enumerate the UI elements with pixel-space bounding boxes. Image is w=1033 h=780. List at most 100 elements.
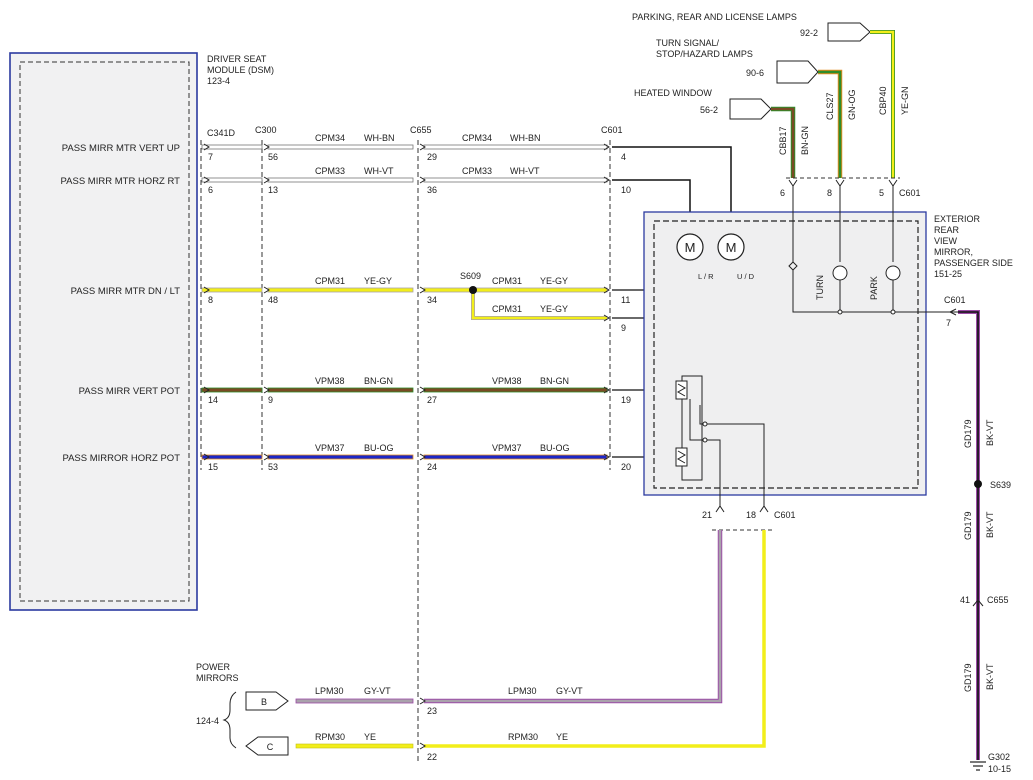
wire-rpm30 <box>295 530 766 750</box>
bottom-pin-arrows <box>715 505 769 513</box>
circuit-label-0: PASS MIRR MTR VERT UP <box>62 143 180 154</box>
wire-color: YE-GY <box>540 304 568 314</box>
source-parking-lamps-label: PARKING, REAR AND LICENSE LAMPS <box>632 12 797 22</box>
wire-code: GD179 <box>963 663 973 692</box>
pin: 8 <box>208 295 213 305</box>
pin: 53 <box>268 462 278 472</box>
pin: 36 <box>427 185 437 195</box>
turn-lamp-label: TURN <box>815 275 825 300</box>
circuit-label-2: PASS MIRR MTR DN / LT <box>71 286 181 297</box>
park-lamp-label: PARK <box>869 276 879 300</box>
wire-code: CPM31 <box>492 276 522 286</box>
source-turn-signal-ref: 90-6 <box>746 68 764 78</box>
mirror-title-3: VIEW <box>934 236 958 246</box>
wire-code: RPM30 <box>508 732 538 742</box>
wire-code: CLS27 <box>825 92 835 120</box>
potentiometer-assembly <box>675 375 765 506</box>
wire-color: WH-VT <box>510 166 540 176</box>
wire-code: VPM38 <box>492 376 522 386</box>
pin: 5 <box>879 188 884 198</box>
wire-color: YE <box>556 732 568 742</box>
driver-seat-module <box>9 52 198 611</box>
pin: 7 <box>208 152 213 162</box>
pin: 6 <box>780 188 785 198</box>
power-mirrors-title2: MIRRORS <box>196 673 239 683</box>
pin: 7 <box>946 318 951 328</box>
connector-c601-label: C601 <box>601 125 623 135</box>
connector-c601-bottom-label: C601 <box>774 510 796 520</box>
wire-color: BN-GN <box>800 126 810 155</box>
mirror-title-2: REAR <box>934 225 960 235</box>
wire-code: CPM31 <box>492 304 522 314</box>
source-turn-signal-label2: STOP/HAZARD LAMPS <box>656 49 753 59</box>
mirror-internal-lamps <box>788 190 958 315</box>
wire-code: CPM33 <box>315 166 345 176</box>
pin: 14 <box>208 395 218 405</box>
pin: 15 <box>208 462 218 472</box>
pin: 41 <box>960 595 970 605</box>
ground-wire-gd179 <box>948 308 986 771</box>
wire-code: VPM37 <box>315 443 345 453</box>
wire-color: BU-OG <box>364 443 394 453</box>
wire-code: RPM30 <box>315 732 345 742</box>
pin: 18 <box>746 510 756 520</box>
ground-name: G302 <box>988 752 1010 762</box>
power-mirrors-ref: 124-4 <box>196 716 219 726</box>
connector-c601-top-label: C601 <box>899 188 921 198</box>
wire-lpm30 <box>295 530 723 705</box>
connector-c655-label: C655 <box>410 125 432 135</box>
mirror-ref: 151-25 <box>934 269 962 279</box>
pin: 20 <box>621 462 631 472</box>
source-parking-lamps-ref: 92-2 <box>800 28 818 38</box>
ground-ref: 10-15 <box>988 764 1011 774</box>
wire-color: BU-OG <box>540 443 570 453</box>
wire-code: VPM37 <box>492 443 522 453</box>
connector-c <box>245 736 289 756</box>
pin: 11 <box>621 295 630 305</box>
wire-color: BN-GN <box>364 376 393 386</box>
wire-code: CBB17 <box>778 126 788 155</box>
pin: 34 <box>427 295 437 305</box>
splice-s609-dot <box>469 286 477 294</box>
motor-ud-label: U / D <box>737 272 755 281</box>
wire-code: CPM34 <box>462 133 492 143</box>
pin: 21 <box>702 510 712 520</box>
splice-s639-label: S639 <box>990 480 1011 490</box>
pin: 9 <box>268 395 273 405</box>
motor-lr-symbol: M <box>685 240 696 255</box>
wire-color: YE <box>364 732 376 742</box>
source-heated-window-label: HEATED WINDOW <box>634 88 712 98</box>
motor-lr-label: L / R <box>698 272 714 281</box>
pin-arrows <box>203 143 610 461</box>
pin: 22 <box>427 752 437 762</box>
pin: 9 <box>621 323 626 333</box>
dsm-ref: 123-4 <box>207 76 230 86</box>
mirror-title-5: PASSENGER SIDE <box>934 258 1013 268</box>
ground-c601-label: C601 <box>944 295 966 305</box>
connector-c300-label: C300 <box>255 125 277 135</box>
wire-vpm38 <box>201 387 676 393</box>
mirror-title-1: EXTERIOR <box>934 214 981 224</box>
wire-code: GD179 <box>963 511 973 540</box>
source-turn-signal-lamps <box>776 60 843 178</box>
pin: 24 <box>427 462 437 472</box>
pin: 29 <box>427 152 437 162</box>
connector-c-letter: C <box>267 742 274 752</box>
mirror-title-4: MIRROR, <box>934 247 973 257</box>
wire-color: GN-OG <box>847 90 857 121</box>
pin: 13 <box>268 185 278 195</box>
wire-color: BK-VT <box>985 511 995 538</box>
pin: 6 <box>208 185 213 195</box>
wire-code: GD179 <box>963 419 973 448</box>
wire-cpm34 <box>201 144 732 233</box>
circuit-label-1: PASS MIRR MTR HORZ RT <box>61 176 181 187</box>
dsm-title-line1: DRIVER SEAT <box>207 54 267 64</box>
wire-color: YE-GN <box>900 86 910 115</box>
wire-color: GY-VT <box>556 686 583 696</box>
wire-code: LPM30 <box>508 686 537 696</box>
wire-vpm37 <box>201 454 676 460</box>
wire-color: WH-VT <box>364 166 394 176</box>
splice-s609-label: S609 <box>460 271 481 281</box>
motor-lr-icon <box>676 233 704 261</box>
